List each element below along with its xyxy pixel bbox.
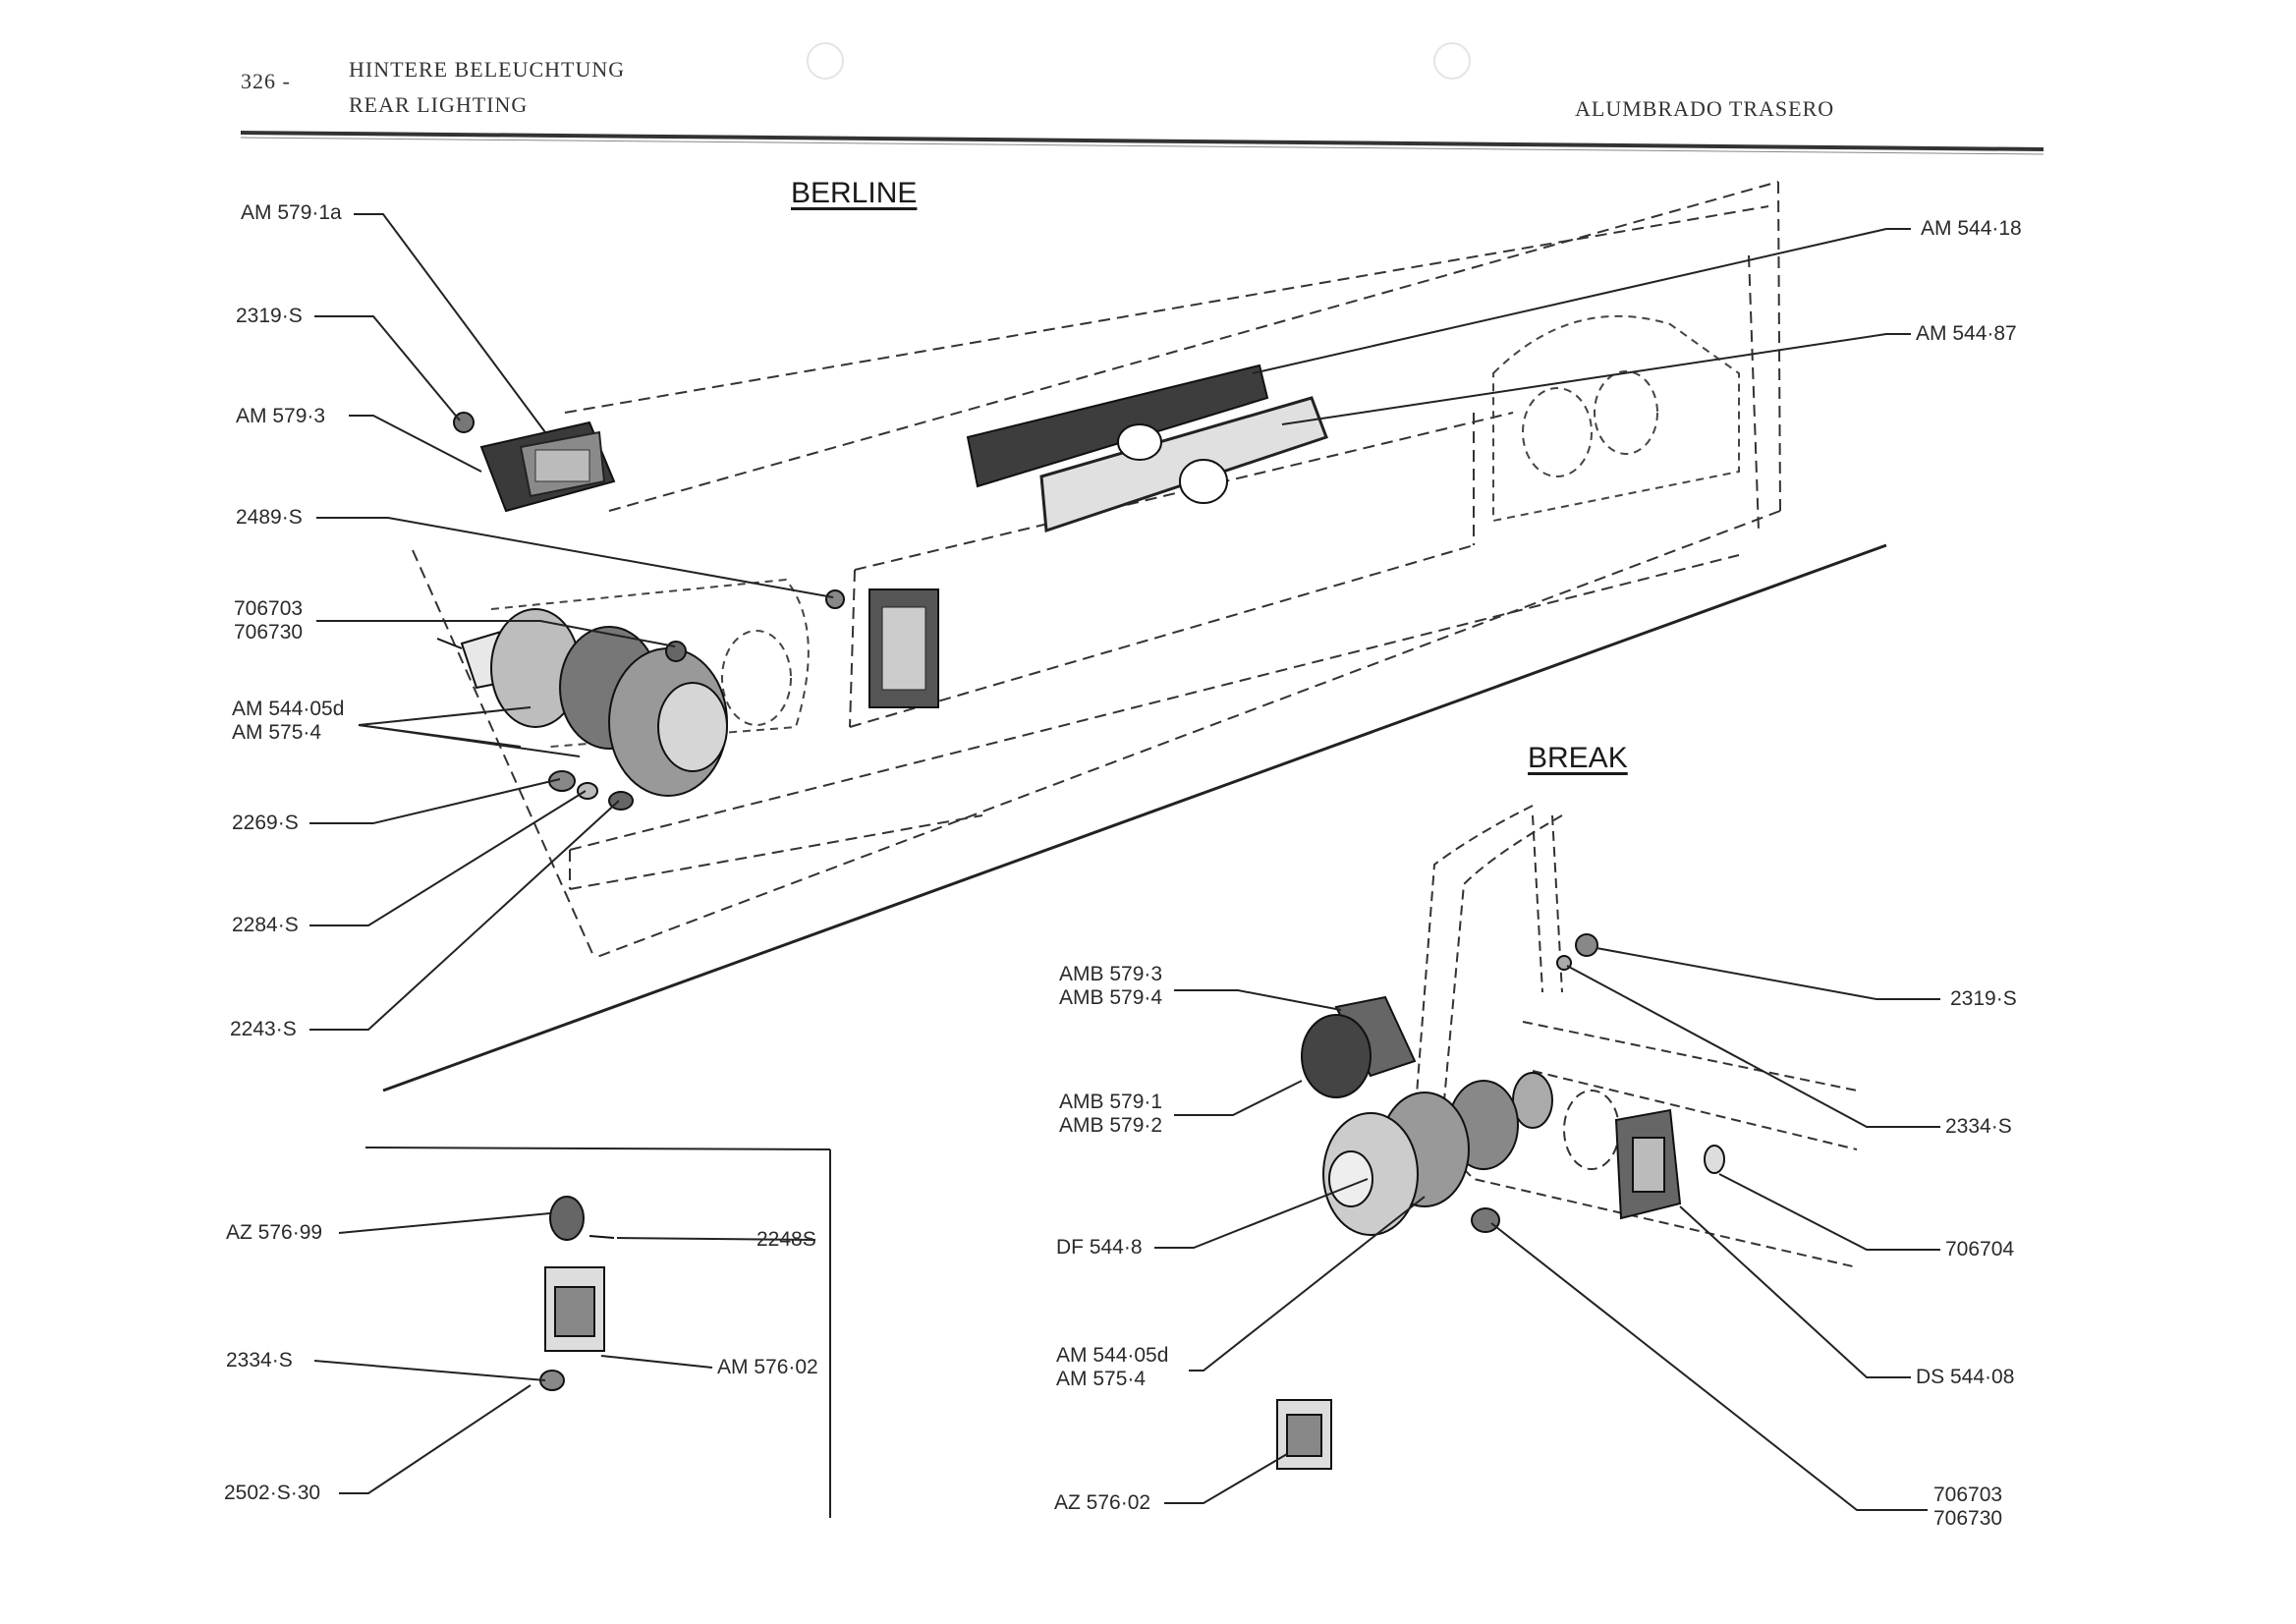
part-label: 2284·S bbox=[232, 914, 299, 936]
screw-2489s bbox=[825, 589, 845, 609]
part-label: 2248S bbox=[756, 1228, 816, 1251]
plate-lamp-bar bbox=[966, 364, 1328, 533]
part-label: AM 544·87 bbox=[1916, 322, 2017, 345]
part-label: AM 576·02 bbox=[717, 1356, 818, 1378]
punch-hole bbox=[807, 42, 844, 80]
berline-lamp-recess bbox=[490, 314, 1740, 748]
berline-small-parts bbox=[548, 770, 634, 811]
part-label: 2243·S bbox=[230, 1018, 297, 1040]
title-spanish: ALUMBRADO TRASERO bbox=[1575, 96, 1835, 121]
part-label: 2502·S·30 bbox=[224, 1482, 321, 1504]
section-break: BREAK bbox=[1528, 742, 1628, 774]
part-label: 2334·S bbox=[226, 1349, 293, 1372]
break-lamp-unit bbox=[1276, 933, 1725, 1470]
title-english: REAR LIGHTING bbox=[349, 92, 529, 117]
part-label: 2334·S bbox=[1945, 1115, 2012, 1138]
bumper-line bbox=[382, 543, 1887, 1092]
detail-leaders bbox=[313, 1212, 816, 1494]
part-label: 706704 bbox=[1945, 1238, 2015, 1260]
part-label: 2319·S bbox=[1950, 987, 2017, 1010]
detail-box-frame bbox=[364, 1147, 831, 1518]
nut-2319s bbox=[453, 412, 475, 433]
berline-panel-outline bbox=[412, 181, 1781, 959]
berline-rear-lamp bbox=[436, 608, 728, 797]
reversing-lamp-block bbox=[868, 588, 939, 708]
part-label: 2489·S bbox=[236, 506, 303, 529]
part-label: AM 579·1a bbox=[241, 201, 342, 224]
page-number: 326 - bbox=[241, 69, 291, 93]
part-label: AM 579·3 bbox=[236, 405, 326, 427]
title-german: HINTERE BELEUCHTUNG bbox=[349, 57, 626, 82]
part-label: 2269·S bbox=[232, 812, 299, 834]
section-berline: BERLINE bbox=[791, 177, 918, 209]
part-label: AM 544·18 bbox=[1921, 217, 2022, 240]
part-label: DS 544·08 bbox=[1916, 1366, 2015, 1388]
part-label: AZ 576·02 bbox=[1054, 1491, 1151, 1514]
header-rule bbox=[240, 131, 2044, 151]
break-leaders bbox=[1154, 947, 1940, 1511]
part-label: AZ 576·99 bbox=[226, 1221, 323, 1244]
detail-parts bbox=[539, 1196, 615, 1391]
part-label: DF 544·8 bbox=[1056, 1236, 1143, 1259]
part-label: 2319·S bbox=[236, 305, 303, 327]
berline-leaders bbox=[309, 213, 1911, 1031]
plate-lamp-housing bbox=[479, 420, 616, 513]
punch-hole bbox=[1433, 42, 1471, 80]
